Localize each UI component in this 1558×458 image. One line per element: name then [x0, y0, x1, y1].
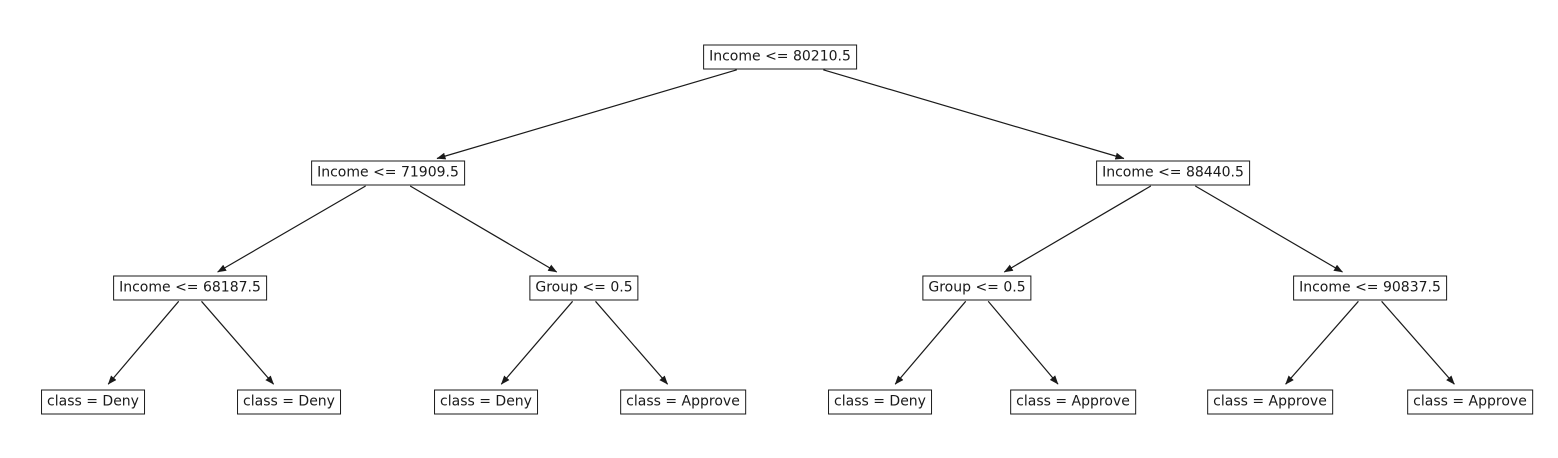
- tree-decision-node: Income <= 88440.5: [1096, 160, 1250, 186]
- tree-decision-node: Income <= 90837.5: [1293, 275, 1447, 301]
- tree-edge-arrow: [894, 300, 967, 385]
- tree-leaf-node: class = Deny: [434, 389, 538, 415]
- tree-decision-node: Income <= 80210.5: [703, 44, 857, 70]
- tree-edge-arrow: [107, 300, 180, 385]
- tree-leaf-node: class = Deny: [237, 389, 341, 415]
- tree-leaf-node: class = Deny: [41, 389, 145, 415]
- tree-edge-arrow: [1285, 300, 1359, 385]
- tree-leaf-node: class = Approve: [1407, 389, 1533, 415]
- tree-edge-arrow: [500, 300, 574, 385]
- tree-edge-arrow: [409, 185, 558, 273]
- tree-edge-arrow: [1194, 185, 1343, 273]
- tree-edge-arrow: [823, 69, 1125, 160]
- tree-edge-arrow: [987, 300, 1059, 385]
- tree-edge-lines: [107, 69, 1455, 385]
- tree-decision-node: Income <= 68187.5: [113, 275, 267, 301]
- tree-edge-arrow: [1381, 300, 1455, 385]
- tree-leaf-node: class = Deny: [828, 389, 932, 415]
- tree-edge-arrow: [1003, 185, 1152, 273]
- tree-decision-node: Group <= 0.5: [922, 275, 1032, 301]
- tree-decision-node: Group <= 0.5: [529, 275, 639, 301]
- tree-edge-arrow: [595, 300, 669, 385]
- tree-leaf-node: class = Approve: [1207, 389, 1333, 415]
- tree-edge-arrow: [217, 185, 366, 273]
- tree-edge-arrow: [436, 69, 737, 160]
- tree-leaf-node: class = Approve: [1010, 389, 1136, 415]
- tree-leaf-node: class = Approve: [620, 389, 746, 415]
- tree-edge-arrow: [201, 300, 275, 385]
- tree-decision-node: Income <= 71909.5: [311, 160, 465, 186]
